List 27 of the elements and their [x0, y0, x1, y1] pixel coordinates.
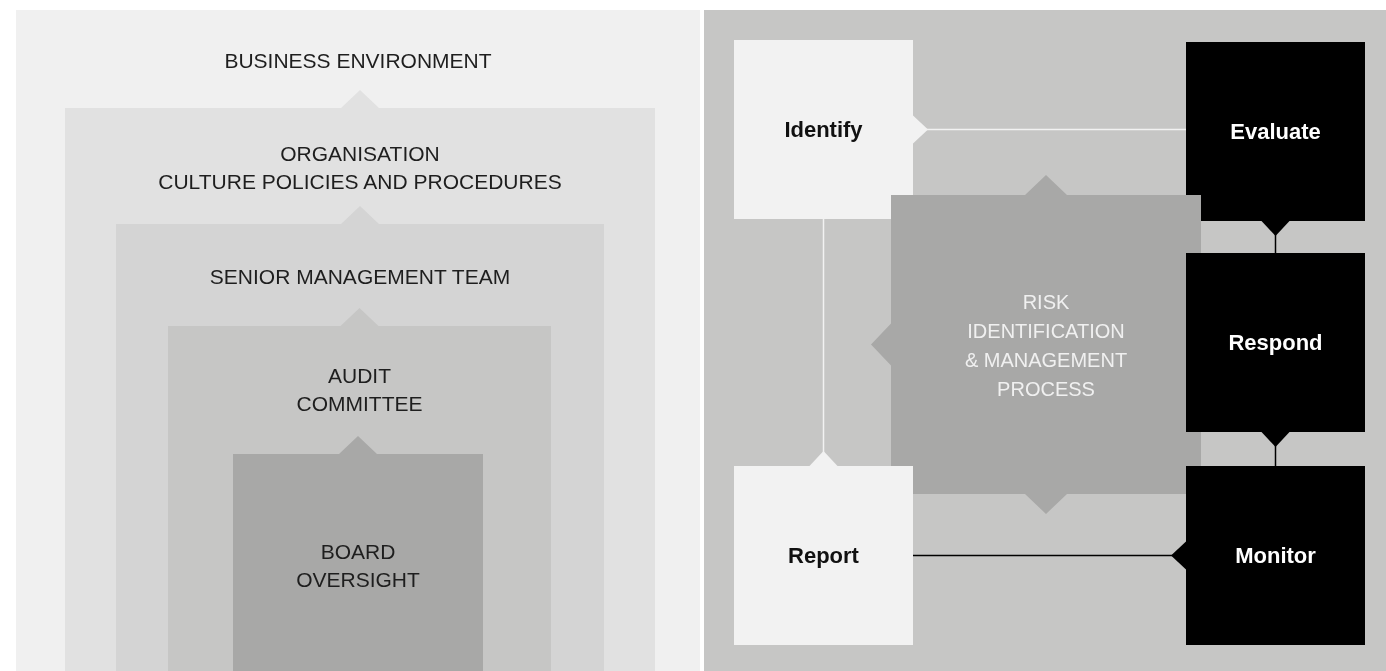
- connector: [1261, 431, 1290, 467]
- connector: [912, 115, 1187, 144]
- process-box: [734, 466, 913, 645]
- process-box: [1186, 253, 1365, 432]
- process-box: [871, 175, 1201, 514]
- nested-box: [116, 206, 604, 671]
- connector: [912, 541, 1187, 570]
- nested-box: [233, 436, 483, 671]
- connector: [809, 218, 838, 467]
- box-label: RISK IDENTIFICATION & MANAGEMENT PROCESS: [963, 290, 1129, 402]
- box-label: Respond: [1227, 328, 1324, 357]
- box-label: BUSINESS ENVIRONMENT: [223, 48, 493, 74]
- box-label: Monitor: [1234, 541, 1317, 570]
- box-label: BOARD OVERSIGHT: [295, 539, 421, 593]
- process-box: [734, 40, 913, 219]
- box-label: ORGANISATION CULTURE POLICIES AND PROCEDURES: [157, 141, 563, 195]
- box-label: SENIOR MANAGEMENT TEAM: [208, 264, 512, 290]
- nested-box: [65, 90, 655, 671]
- box-label: AUDIT COMMITTEE: [295, 363, 424, 417]
- box-label: Report: [787, 541, 860, 570]
- connector: [1261, 220, 1290, 254]
- box-label: Identify: [783, 115, 864, 144]
- process-box: [1186, 42, 1365, 221]
- nested-box: [16, 10, 700, 671]
- box-label: Evaluate: [1229, 117, 1322, 146]
- nested-box: [168, 308, 551, 671]
- process-box: [1186, 466, 1365, 645]
